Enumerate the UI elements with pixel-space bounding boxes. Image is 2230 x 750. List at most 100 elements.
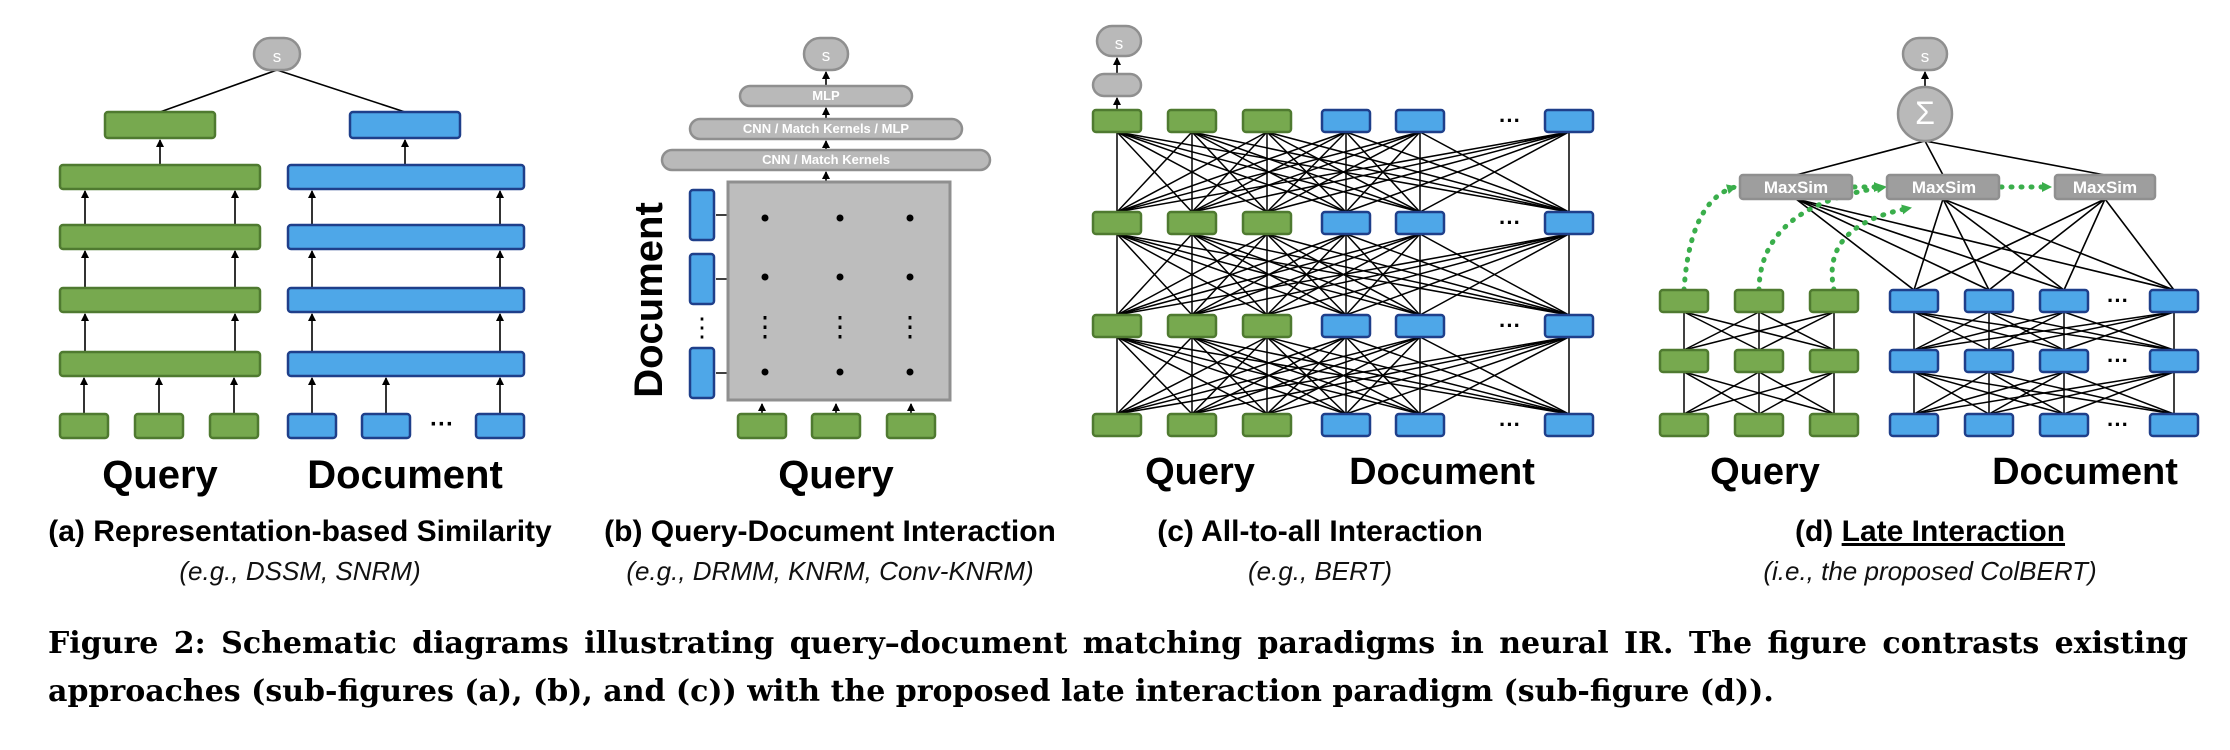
a-query-layer-3 bbox=[58, 286, 262, 314]
d-dconn-0-2040-1890 bbox=[1913, 311, 2065, 351]
c-conn-2-6-3 bbox=[1345, 336, 1570, 415]
d-dconn-0-2150-1965 bbox=[1988, 311, 2175, 351]
d-doc-to-maxsim-0-1890 bbox=[1795, 198, 1915, 291]
c-conn-0-4-0 bbox=[1116, 131, 1421, 213]
d-maxsim-node-3 bbox=[2053, 173, 2157, 201]
d-doc-to-maxsim-0-2040 bbox=[1795, 198, 2065, 291]
panel-c-score-label: s bbox=[1115, 34, 1124, 53]
c-token-r1-6 bbox=[1543, 210, 1595, 236]
a-query-token-1 bbox=[58, 412, 110, 440]
a-query-token-3 bbox=[208, 412, 260, 440]
c-conn-0-6-2 bbox=[1266, 131, 1570, 213]
a-line-score-doc bbox=[276, 69, 406, 113]
a-query-layer-4 bbox=[58, 350, 262, 378]
d-doc-token-r1-1 bbox=[1963, 348, 2015, 374]
panel-c-query-label: Query bbox=[1145, 451, 1255, 493]
paradigms-diagram: s ··· Query Document s MLP CNN / Match K… bbox=[58, 24, 2200, 497]
d-dconn-1-2150-1965 bbox=[1988, 371, 2175, 415]
c-token-r2-4 bbox=[1394, 313, 1446, 339]
diagram-labels: s ··· Query Document s MLP CNN / Match K… bbox=[102, 34, 2178, 497]
caption-d-letter: (d) bbox=[1794, 515, 1834, 548]
c-token-r2-1 bbox=[1166, 313, 1218, 339]
caption-d-examples: (i.e., the proposed ColBERT) bbox=[1763, 556, 2097, 586]
c-ellipsis-r0: ··· bbox=[1499, 108, 1521, 133]
d-maxsim-node-1 bbox=[1738, 173, 1854, 201]
c-token-r0-4 bbox=[1394, 108, 1446, 134]
d-dotted-curve-1 bbox=[1681, 184, 1738, 293]
c-token-r0-0 bbox=[1091, 108, 1143, 134]
d-maxsim-to-sum-1 bbox=[1924, 140, 1944, 176]
b-matrix-cell-0-0 bbox=[761, 214, 769, 222]
b-matrix-cell-2-0 bbox=[761, 368, 769, 376]
c-token-r2-2 bbox=[1241, 313, 1293, 339]
d-dconn-0-1965-1890 bbox=[1913, 311, 1990, 351]
connection-lines bbox=[80, 57, 2175, 415]
c-conn-0-6-0 bbox=[1116, 131, 1570, 213]
d-doc-to-maxsim-2-1965 bbox=[1988, 198, 2106, 291]
c-token-r2-6 bbox=[1543, 313, 1595, 339]
d-doc-token-r1-3 bbox=[2148, 348, 2200, 374]
d-query-token-r2-2 bbox=[1808, 412, 1860, 438]
b-matrix-cell-1-1 bbox=[836, 273, 844, 281]
caption-c-examples: (e.g., BERT) bbox=[1247, 556, 1392, 586]
panel-b-score-label: s bbox=[822, 46, 831, 65]
caption-b-examples: (e.g., DRMM, KNRM, Conv-KNRM) bbox=[626, 556, 1034, 586]
c-token-r1-1 bbox=[1166, 210, 1218, 236]
c-ellipsis-r2: ··· bbox=[1499, 313, 1521, 338]
c-conn-0-4-1 bbox=[1191, 131, 1421, 213]
d-dconn-1-2150-2040 bbox=[2063, 371, 2175, 415]
c-score-node bbox=[1095, 24, 1143, 58]
d-doc-to-maxsim-2-2040 bbox=[2063, 198, 2106, 291]
panel-b-layer-bottom: CNN / Match Kernels bbox=[762, 152, 890, 167]
panel-b-layer-mid: CNN / Match Kernels / MLP bbox=[743, 121, 909, 136]
c-conn-2-6-2 bbox=[1266, 336, 1570, 415]
a-score-node bbox=[252, 36, 302, 72]
d-qconn-0-1735-1660 bbox=[1683, 311, 1760, 351]
c-conn-1-1-0 bbox=[1116, 233, 1193, 316]
panel-b-query-label: Query bbox=[778, 453, 894, 497]
panel-d-sum-symbol: Σ bbox=[1915, 95, 1935, 131]
c-token-r3-4 bbox=[1394, 412, 1446, 438]
d-doc-to-maxsim-0-1965 bbox=[1795, 198, 1990, 291]
c-token-r1-4 bbox=[1394, 210, 1446, 236]
caption-b-title: Query-Document Interaction bbox=[650, 515, 1056, 548]
d-dconn-0-2150-1890 bbox=[1913, 311, 2175, 351]
caption-b-letter: (b) bbox=[604, 515, 643, 548]
d-doc-to-maxsim-1-1890 bbox=[1913, 198, 1944, 291]
a-doc-token-2 bbox=[360, 412, 412, 440]
c-conn-0-2-0 bbox=[1116, 131, 1268, 213]
b-layer-mlp bbox=[738, 84, 914, 108]
c-token-r2-3 bbox=[1320, 313, 1372, 339]
c-conn-2-4-1 bbox=[1191, 336, 1421, 415]
d-dconn-1-1965-1890 bbox=[1913, 371, 1990, 415]
d-query-token-r2-0 bbox=[1658, 412, 1710, 438]
d-doc-to-maxsim-2-2150 bbox=[2104, 198, 2175, 291]
b-matrix-cell-2-2 bbox=[906, 368, 914, 376]
caption-d: (d) Late Interaction bbox=[1700, 515, 2160, 549]
a-doc-layer-2 bbox=[286, 223, 526, 251]
b-query-token-1 bbox=[736, 412, 788, 440]
d-maxsim-to-sum-0 bbox=[1795, 140, 1926, 176]
d-sum-node bbox=[1896, 85, 1954, 143]
c-conn-1-6-4 bbox=[1419, 233, 1570, 316]
c-hidden-node bbox=[1091, 72, 1143, 98]
panel-a-document-label: Document bbox=[307, 453, 503, 497]
c-conn-2-6-4 bbox=[1419, 336, 1570, 415]
b-matrix-vdots-0: ⋮ bbox=[751, 311, 779, 342]
a-query-token-2 bbox=[133, 412, 185, 440]
a-doc-top-box bbox=[348, 110, 462, 140]
b-doc-token-3 bbox=[688, 346, 716, 400]
c-conn-1-6-3 bbox=[1345, 233, 1570, 316]
d-doc-token-r0-2 bbox=[2038, 288, 2090, 314]
c-conn-1-6-0 bbox=[1116, 233, 1570, 316]
d-ellipsis-r0: ··· bbox=[2107, 288, 2129, 313]
c-token-r0-1 bbox=[1166, 108, 1218, 134]
c-conn-1-6-1 bbox=[1191, 233, 1570, 316]
d-doc-to-maxsim-1-2150 bbox=[1942, 198, 2175, 291]
d-doc-token-r2-2 bbox=[2038, 412, 2090, 438]
c-conn-1-4-0 bbox=[1116, 233, 1421, 316]
c-conn-1-4-1 bbox=[1191, 233, 1421, 316]
b-layer-bottom bbox=[660, 148, 992, 172]
panel-a-ellipsis: ··· bbox=[430, 411, 454, 438]
panel-c-document-label: Document bbox=[1349, 451, 1535, 493]
